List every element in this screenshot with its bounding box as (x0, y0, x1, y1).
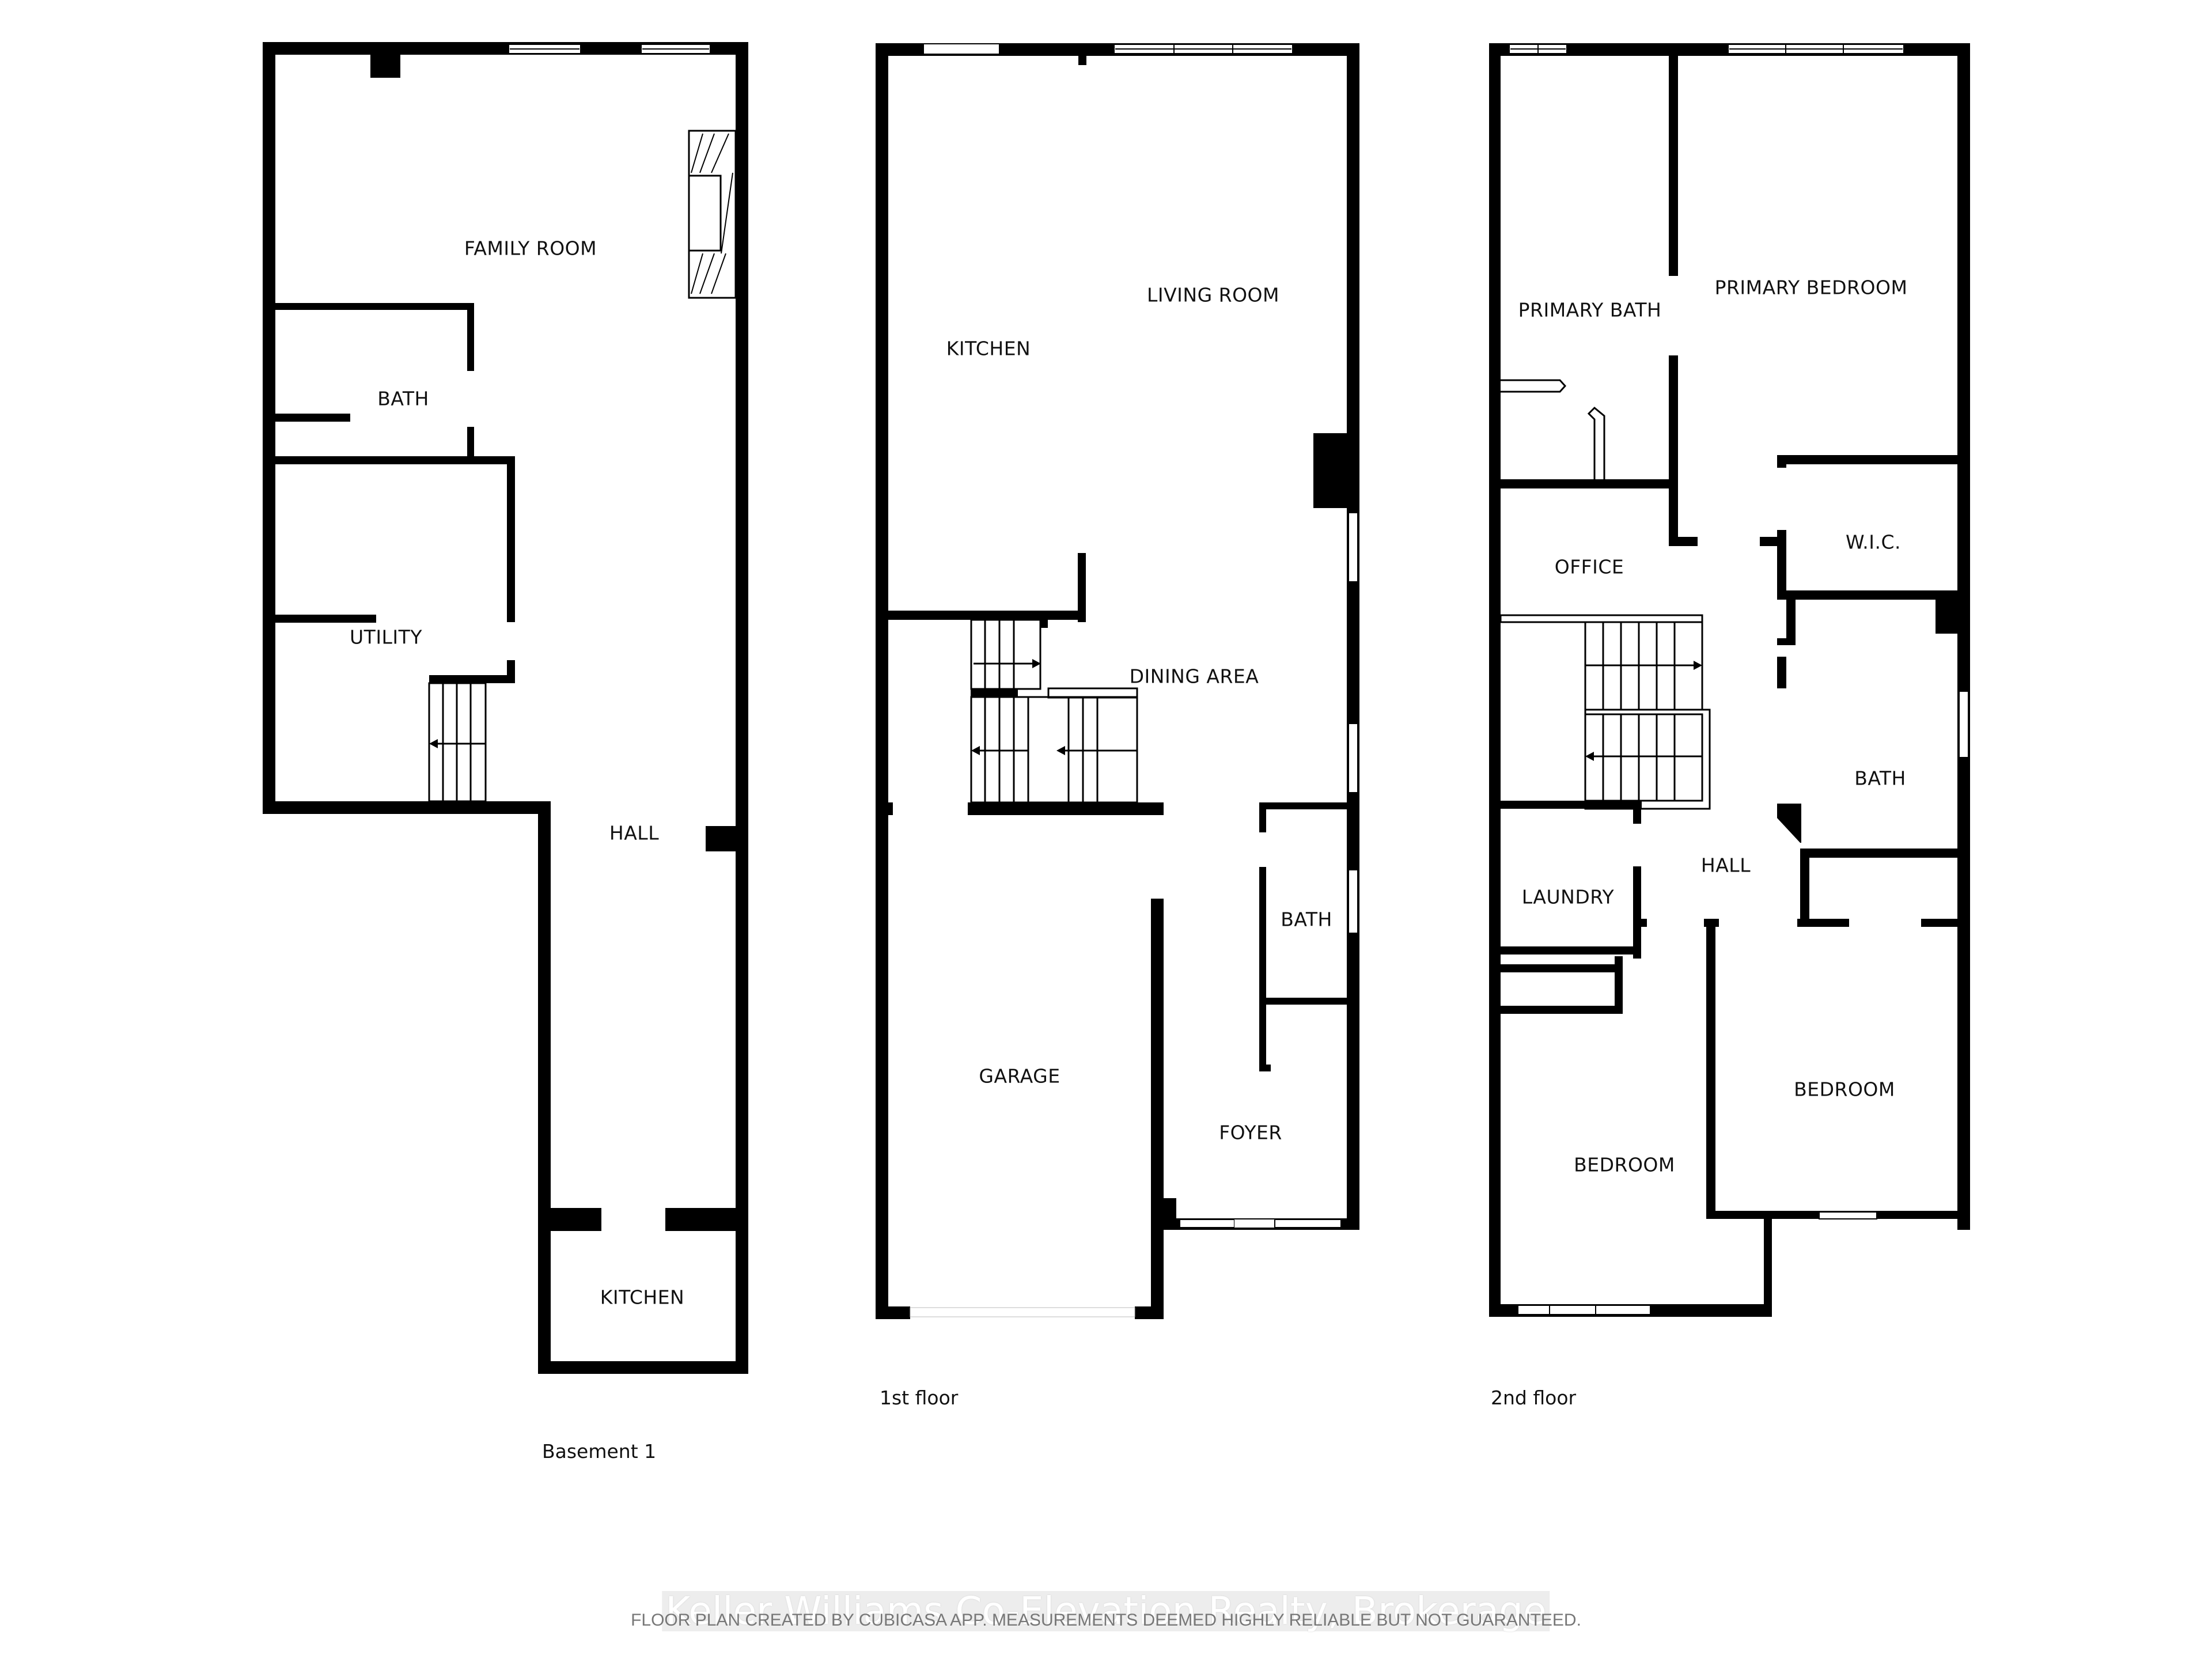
floor-label-basement: Basement 1 (542, 1440, 657, 1463)
shower-glass (1501, 379, 1605, 479)
cubicasa-disclaimer: FLOOR PLAN CREATED BY CUBICASA APP. MEAS… (631, 1611, 1581, 1630)
basement-room-bath: BATH (377, 387, 429, 410)
second-floor-stairs (1499, 614, 1711, 810)
first-floor-windows (910, 44, 1358, 1317)
first-floor-walls (876, 43, 1359, 1319)
second-floor-room-wic: W.I.C. (1845, 531, 1902, 554)
basement-stairs (428, 682, 487, 802)
second-floor-room-bedroom-left: BEDROOM (1574, 1153, 1675, 1176)
first-floor-room-foyer: FOYER (1219, 1121, 1282, 1144)
basement-room-utility: UTILITY (350, 626, 422, 649)
first-floor-stairs (970, 619, 1138, 804)
first-floor-room-garage: GARAGE (979, 1065, 1060, 1088)
second-floor-room-laundry: LAUNDRY (1521, 885, 1615, 908)
basement-windows (508, 44, 711, 54)
first-floor-room-living-room: LIVING ROOM (1146, 283, 1280, 306)
second-floor-room-bath: BATH (1854, 767, 1906, 790)
basement-room-kitchen: KITCHEN (600, 1286, 685, 1309)
first-floor-room-kitchen: KITCHEN (946, 337, 1031, 360)
second-floor-walls (1489, 43, 1970, 1317)
second-floor-room-hall: HALL (1700, 854, 1751, 877)
second-floor-windows (1509, 44, 1969, 1315)
basement-room-hall: HALL (609, 821, 660, 844)
brokerage-watermark: Keller Williams Co-Elevation Realty, Bro… (662, 1591, 1550, 1631)
basement-walls (263, 42, 748, 1374)
basement-room-family-room: FAMILY ROOM (464, 237, 597, 260)
floor-label-first: 1st floor (880, 1387, 959, 1409)
first-floor-room-bath: BATH (1281, 908, 1332, 931)
second-floor-room-office: OFFICE (1554, 555, 1624, 578)
second-floor-room-bedroom-right: BEDROOM (1794, 1078, 1895, 1101)
fireplace (688, 130, 737, 299)
second-floor-room-primary-bedroom: PRIMARY BEDROOM (1714, 276, 1908, 299)
second-floor-room-primary-bath: PRIMARY BATH (1518, 298, 1662, 321)
first-floor-room-dining-area: DINING AREA (1129, 665, 1259, 688)
floor-label-second: 2nd floor (1491, 1387, 1577, 1409)
